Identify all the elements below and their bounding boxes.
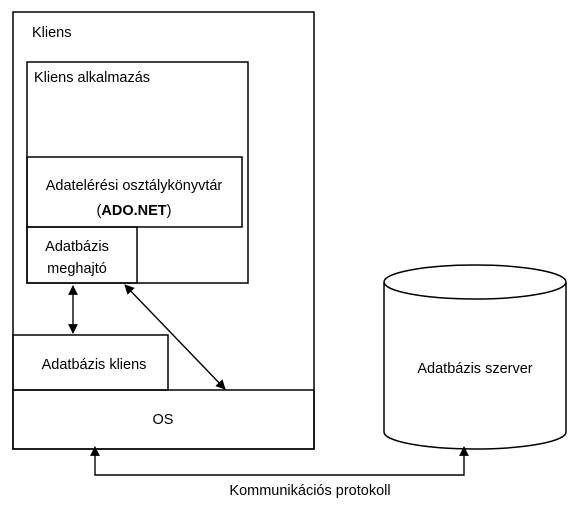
ado-net-label: (ADO.NET) bbox=[97, 203, 172, 219]
database-client-label: Adatbázis kliens bbox=[42, 357, 147, 373]
data-access-library-label: Adatelérési osztálykönyvtár bbox=[46, 178, 223, 194]
client-title: Kliens bbox=[32, 25, 72, 41]
client-application-title: Kliens alkalmazás bbox=[34, 70, 150, 86]
os-label: OS bbox=[153, 412, 174, 428]
cylinder-top bbox=[383, 264, 567, 300]
cylinder-body bbox=[383, 282, 567, 450]
driver-os-arrow bbox=[124, 284, 226, 390]
protocol-connector bbox=[90, 446, 469, 476]
protocol-label: Kommunikációs protokoll bbox=[229, 483, 390, 499]
database-server-label: Adatbázis szerver bbox=[417, 361, 532, 377]
ado-open-paren: ( bbox=[97, 203, 102, 219]
database-driver-label-line2: meghajtó bbox=[47, 261, 107, 277]
database-server-cylinder bbox=[383, 264, 567, 450]
database-driver-box bbox=[26, 226, 138, 284]
database-driver-label-line1: Adatbázis bbox=[45, 239, 109, 255]
ado-close-paren: ) bbox=[167, 203, 172, 219]
ado-net-name: ADO.NET bbox=[101, 203, 166, 219]
